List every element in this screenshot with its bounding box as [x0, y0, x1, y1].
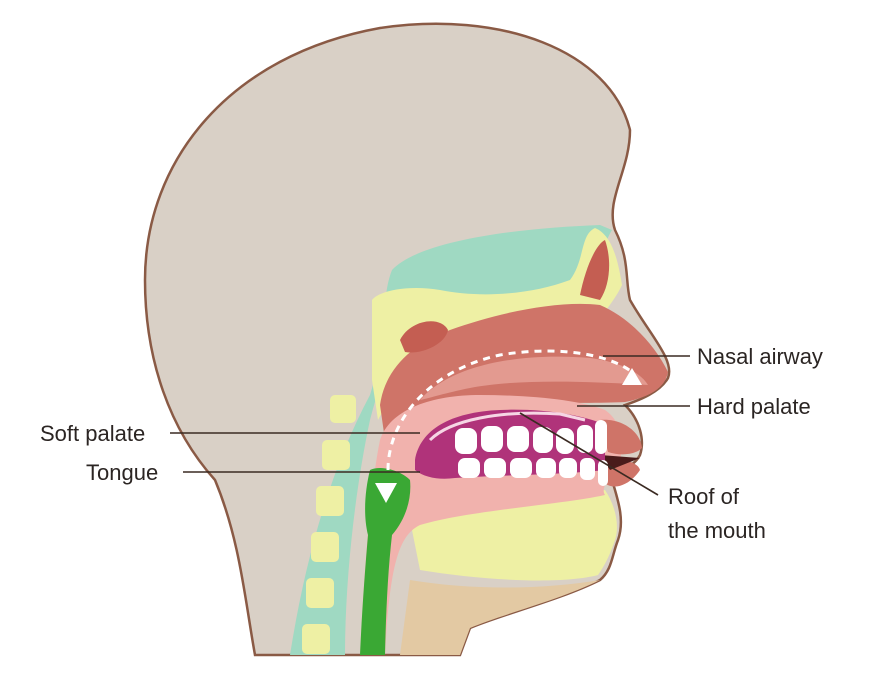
teeth-lower [458, 458, 608, 486]
neck-tan [400, 580, 600, 655]
teeth-upper [455, 420, 607, 454]
green-airway [360, 468, 411, 655]
label-roof-line2: the mouth [668, 518, 766, 543]
vertebrae [302, 395, 356, 654]
leader-roof [519, 412, 659, 496]
leader-lines [170, 355, 690, 496]
nasal-concha-upper [400, 321, 448, 353]
upper-lip [600, 419, 642, 455]
label-soft-palate: Soft palate [40, 421, 145, 446]
airflow-up-arrow [622, 368, 642, 385]
airflow-nasal-path [386, 349, 633, 471]
nasal-airway-channel [420, 356, 648, 400]
airflow-down-arrow [375, 483, 397, 503]
roof-highlight [428, 411, 586, 442]
label-nasal-airway: Nasal airway [697, 344, 823, 369]
label-tongue: Tongue [86, 460, 158, 485]
label-hard-palate: Hard palate [697, 394, 811, 419]
nasal-concha-top [580, 240, 610, 300]
label-roof-line1: Roof of [668, 484, 740, 509]
